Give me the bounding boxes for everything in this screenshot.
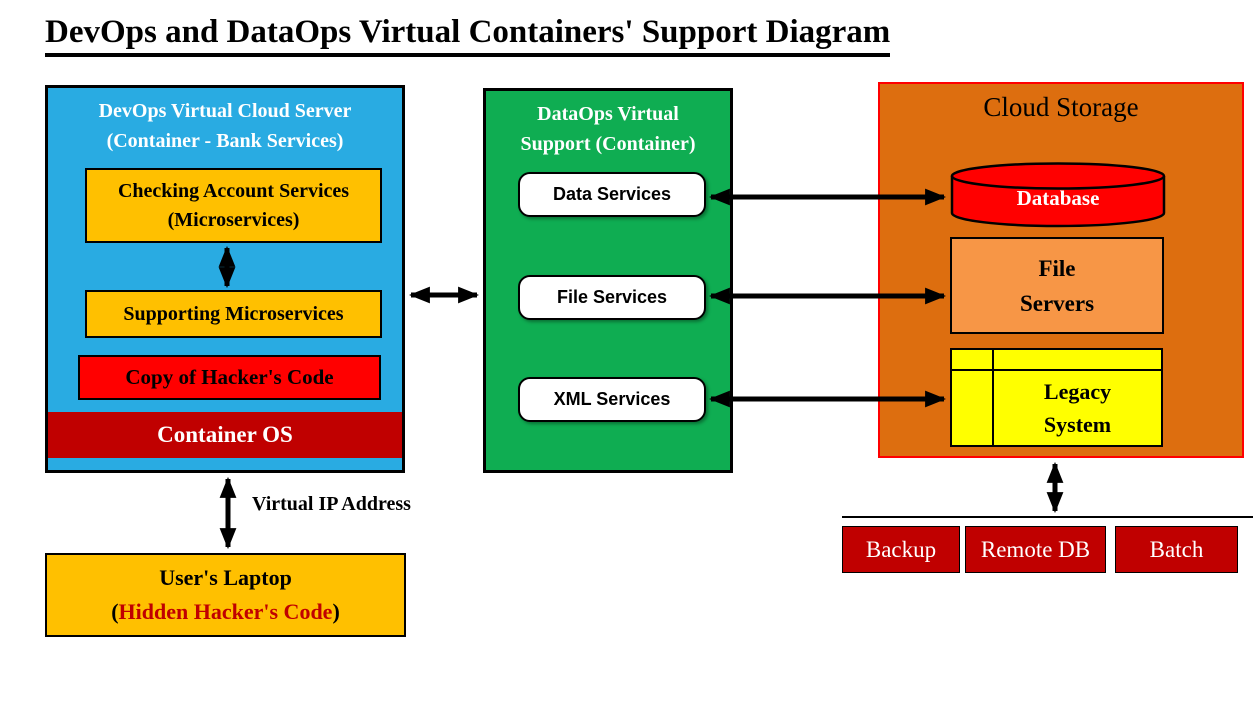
laptop-paren-open: (	[111, 599, 119, 624]
users-laptop-box: User's Laptop (Hidden Hacker's Code)	[45, 553, 406, 637]
container-os-label: Container OS	[157, 422, 293, 447]
backup-box: Backup	[842, 526, 960, 573]
devops-title-line1: DevOps Virtual Cloud Server	[98, 100, 352, 122]
database-label: Database	[1016, 186, 1100, 210]
file-servers-line2: Servers	[1019, 290, 1095, 316]
hidden-hacker-code-text: Hidden Hacker's Code	[118, 599, 333, 624]
cloud-storage-container: Cloud Storage Database File Servers Lega…	[878, 82, 1244, 458]
checking-line1: Checking Account Services	[117, 179, 350, 202]
backend-separator-line	[842, 516, 1253, 518]
laptop-paren-close: )	[332, 599, 340, 624]
batch-box: Batch	[1115, 526, 1238, 573]
xml-services-box: XML Services	[518, 377, 706, 422]
checking-account-services-box: Checking Account Services (Microservices…	[85, 168, 382, 243]
dataops-container: DataOps Virtual Support (Container) Data…	[483, 88, 733, 473]
legacy-vertical-divider	[992, 350, 994, 445]
data-services-label: Data Services	[552, 184, 672, 204]
virtual-ip-address-label: Virtual IP Address	[252, 493, 411, 515]
file-servers-line1: File	[1038, 255, 1076, 281]
container-os-band: Container OS	[48, 412, 402, 458]
batch-label: Batch	[1149, 536, 1204, 562]
laptop-line2: (Hidden Hacker's Code)	[111, 595, 340, 629]
dataops-container-title: DataOps Virtual Support (Container)	[486, 99, 730, 159]
database-cylinder-shape	[950, 162, 1166, 228]
devops-container-title: DevOps Virtual Cloud Server (Container -…	[48, 96, 402, 156]
devops-title-line2: (Container - Bank Services)	[106, 130, 344, 152]
legacy-line2: System	[1043, 412, 1112, 437]
legacy-horizontal-divider	[952, 369, 1161, 371]
hacker-copy-label: Copy of Hacker's Code	[125, 365, 334, 389]
database-cylinder: Database	[950, 162, 1166, 228]
diagram-title: DevOps and DataOps Virtual Containers' S…	[45, 14, 891, 57]
devops-container: DevOps Virtual Cloud Server (Container -…	[45, 85, 405, 473]
legacy-system-label: Legacy System	[994, 371, 1161, 445]
xml-services-label: XML Services	[553, 389, 671, 409]
remote-db-box: Remote DB	[965, 526, 1106, 573]
remote-db-label: Remote DB	[980, 536, 1091, 562]
legacy-line1: Legacy	[1043, 379, 1112, 404]
supporting-microservices-box: Supporting Microservices	[85, 290, 382, 338]
backup-label: Backup	[865, 536, 937, 562]
checking-line2: (Microservices)	[167, 208, 300, 231]
file-services-box: File Services	[518, 275, 706, 320]
dataops-title-line1: DataOps Virtual	[537, 103, 679, 125]
cloud-storage-title: Cloud Storage	[983, 92, 1139, 122]
supporting-label: Supporting Microservices	[123, 302, 344, 325]
laptop-line1: User's Laptop	[159, 565, 292, 590]
dataops-title-line2: Support (Container)	[520, 133, 696, 155]
legacy-system-box: Legacy System	[950, 348, 1163, 447]
file-servers-box: File Servers	[950, 237, 1164, 334]
file-services-label: File Services	[556, 287, 668, 307]
data-services-box: Data Services	[518, 172, 706, 217]
copy-of-hackers-code-box: Copy of Hacker's Code	[78, 355, 381, 400]
